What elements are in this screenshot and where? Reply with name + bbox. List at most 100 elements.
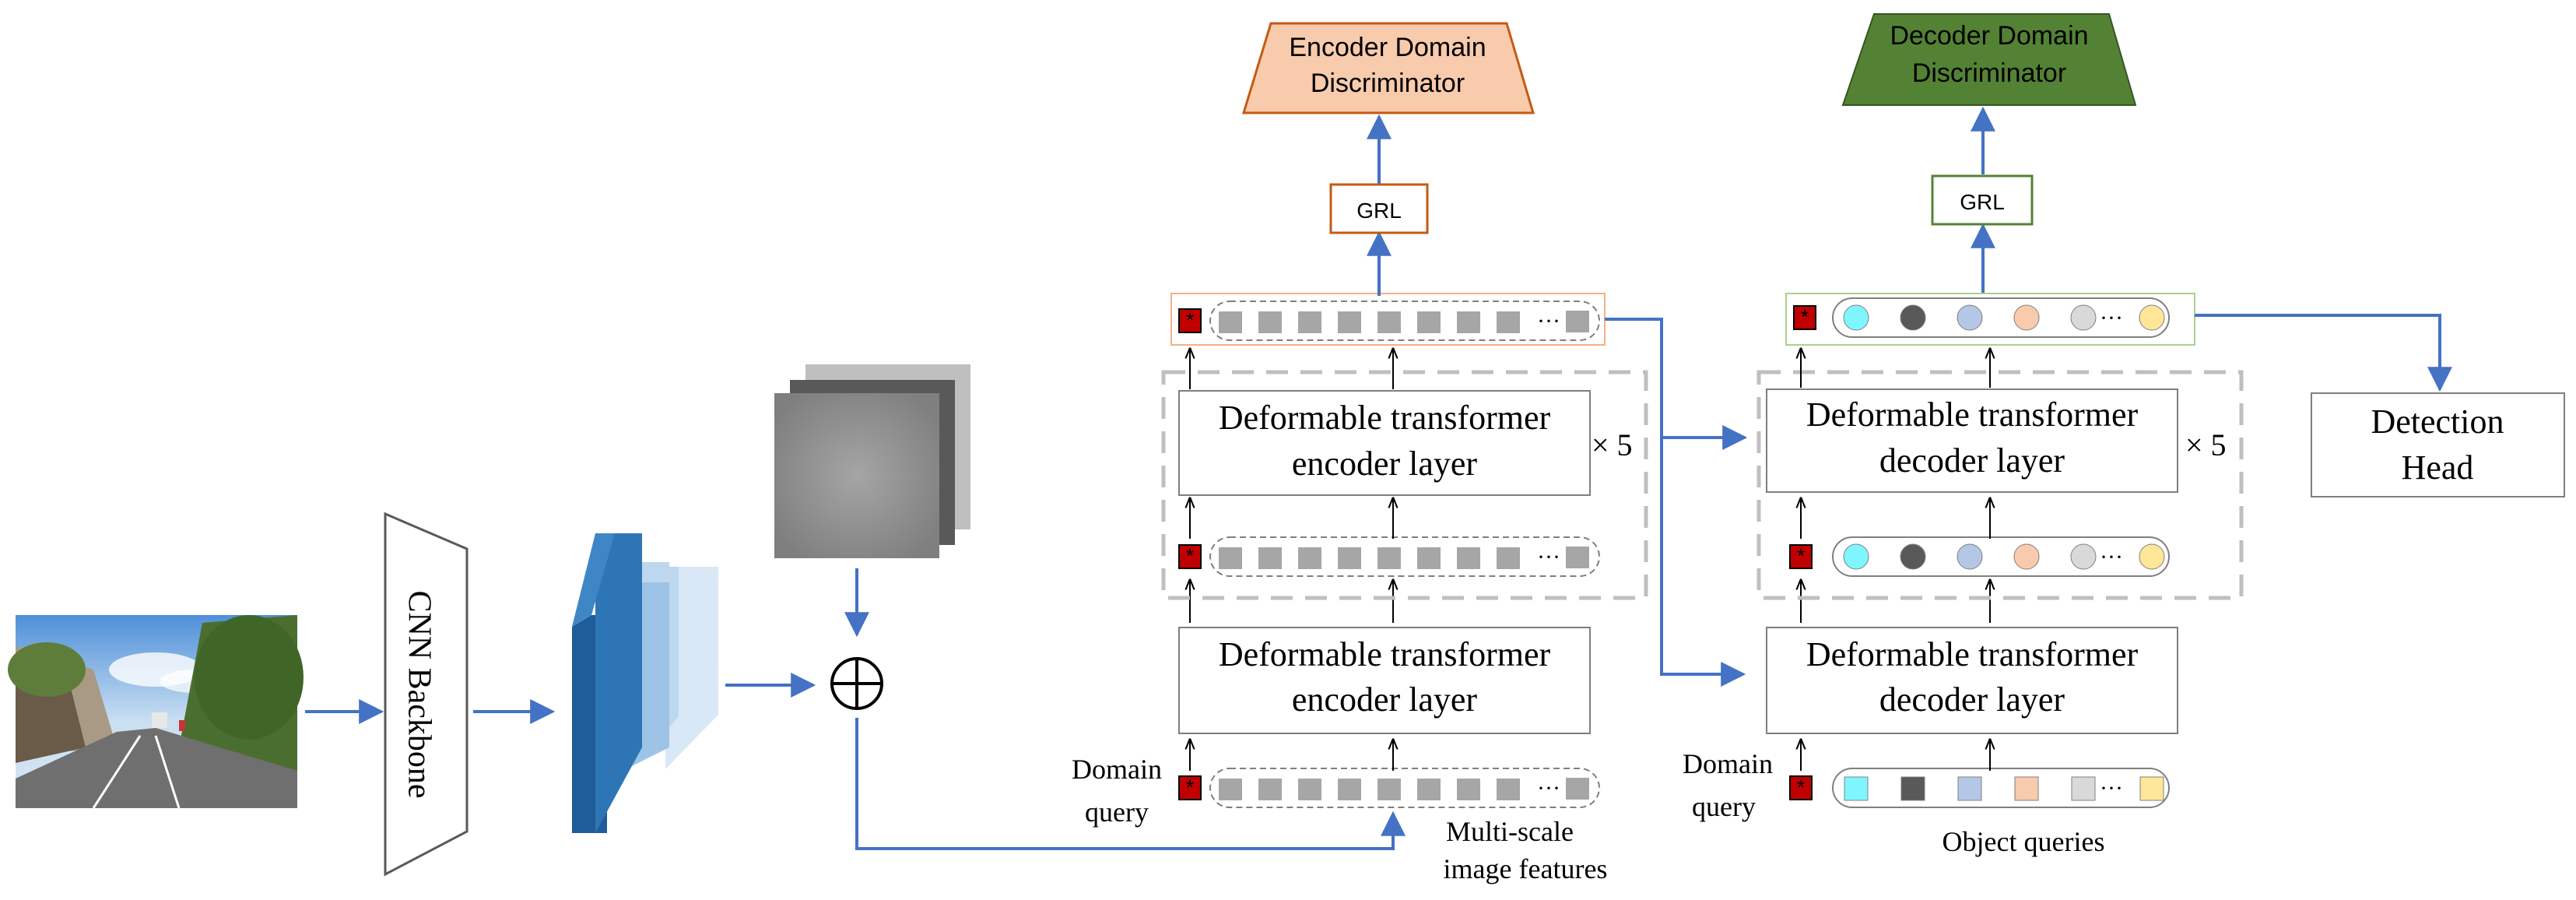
object-query-row: * ··· — [1789, 768, 2170, 808]
feature-token — [1338, 311, 1361, 333]
svg-text:Deformable transformer: Deformable transformer — [1806, 396, 2139, 434]
feature-token — [1219, 547, 1242, 569]
encoder-domain-discriminator: Encoder Domain Discriminator — [1241, 22, 1535, 114]
decoder-repeat-block — [1757, 370, 2244, 600]
svg-text:Discriminator: Discriminator — [1912, 58, 2066, 88]
feature-token — [1377, 779, 1401, 800]
svg-text:*: * — [1186, 775, 1194, 799]
object-query-token — [1957, 776, 1982, 801]
svg-text:Detection: Detection — [2371, 403, 2504, 441]
feature-token — [1219, 311, 1242, 333]
svg-text:*: * — [1797, 775, 1805, 799]
feature-token — [1417, 311, 1441, 333]
svg-text:Domain: Domain — [1072, 754, 1162, 785]
decoder-layer-first: Deformable transformer decoder layer — [1766, 627, 2178, 734]
svg-text:Head: Head — [2402, 448, 2474, 487]
feature-token — [1417, 779, 1441, 800]
svg-text:image features: image features — [1444, 853, 1608, 884]
feature-token — [1497, 311, 1520, 333]
decoder-domain-discriminator: Decoder Domain Discriminator — [1841, 13, 2137, 106]
feature-token — [1377, 311, 1401, 333]
domain-query-label-encoder: Domain query — [1072, 754, 1162, 828]
svg-text:Decoder Domain: Decoder Domain — [1890, 21, 2088, 51]
decoder-middle-queries: * ··· — [1789, 536, 2170, 577]
feature-token — [1219, 779, 1242, 800]
feature-token — [1497, 547, 1520, 569]
decoder-grl: GRL — [1931, 174, 2034, 226]
decoder-layer-repeated: Deformable transformer decoder layer — [1766, 388, 2178, 493]
object-query-token — [2014, 776, 2039, 801]
feature-token — [1457, 779, 1480, 800]
encoder-repeat-block — [1161, 370, 1648, 600]
feature-token — [1298, 779, 1321, 800]
multiscale-features-label: Multi-scale image features — [1444, 816, 1608, 884]
decoder-output-queries: * ··· — [1785, 293, 2195, 346]
svg-text:GRL: GRL — [1356, 199, 1402, 223]
svg-text:encoder layer: encoder layer — [1292, 680, 1478, 719]
svg-text:···: ··· — [2100, 544, 2123, 570]
feature-token — [1338, 779, 1361, 800]
object-query-token — [1844, 776, 1869, 801]
feature-token — [1298, 311, 1321, 333]
object-query-token — [1957, 543, 1983, 570]
input-street-image — [8, 615, 304, 809]
svg-text:*: * — [1186, 308, 1194, 332]
arrow-sum-to-encoder-tokens — [855, 718, 1406, 850]
encoder-input-tokens: * ··· — [1178, 768, 1600, 808]
svg-text:GRL: GRL — [1960, 190, 2005, 214]
feature-token — [1258, 547, 1282, 569]
detection-head: Detection Head — [2311, 392, 2565, 497]
feature-token — [1258, 311, 1282, 333]
feature-token — [1258, 779, 1282, 800]
encoder-output-tokens: * ··· — [1170, 293, 1606, 346]
svg-text:encoder layer: encoder layer — [1292, 445, 1478, 483]
object-query-token — [1843, 543, 1869, 570]
object-query-token — [2139, 543, 2165, 570]
object-query-token — [2139, 304, 2165, 331]
svg-text:Domain: Domain — [1683, 748, 1773, 779]
object-query-token — [1900, 776, 1925, 801]
svg-text:*: * — [1797, 544, 1805, 568]
svg-text:Encoder Domain: Encoder Domain — [1289, 33, 1486, 62]
encoder-bottom-ellipsis: ··· — [1537, 775, 1560, 801]
object-query-token — [1900, 543, 1926, 570]
feature-token — [1377, 547, 1401, 569]
feature-token — [1497, 779, 1520, 800]
encoder-middle-tokens: * ··· — [1178, 536, 1600, 577]
object-query-token — [1957, 304, 1983, 331]
cnn-backbone-label: CNN Backbone — [401, 590, 437, 798]
svg-text:···: ··· — [1537, 308, 1560, 334]
svg-text:query: query — [1692, 791, 1756, 822]
object-query-token — [2070, 543, 2097, 570]
object-query-token — [2013, 304, 2040, 331]
encoder-repeat-count: × 5 — [1592, 427, 1633, 462]
cnn-backbone: CNN Backbone — [384, 512, 469, 877]
svg-text:*: * — [1801, 305, 1809, 329]
feature-token — [1338, 547, 1361, 569]
object-query-token — [2139, 776, 2164, 801]
svg-text:Deformable transformer: Deformable transformer — [1219, 635, 1551, 673]
svg-text:Discriminator: Discriminator — [1311, 69, 1465, 98]
domain-query-token — [1178, 775, 1202, 800]
object-query-token — [2013, 543, 2040, 570]
svg-text:Deformable transformer: Deformable transformer — [1219, 399, 1551, 437]
svg-text:Deformable transformer: Deformable transformer — [1806, 635, 2139, 673]
object-query-token — [1843, 304, 1869, 331]
arrow-decoder-to-detection-head — [2195, 314, 2452, 392]
object-query-token — [1900, 304, 1926, 331]
feature-token — [1457, 311, 1480, 333]
object-query-token — [2071, 776, 2096, 801]
object-queries-label: Object queries — [1943, 826, 2105, 857]
element-wise-sum — [830, 657, 883, 710]
svg-text:···: ··· — [1537, 544, 1560, 570]
object-query-token — [2070, 304, 2097, 331]
svg-text:decoder layer: decoder layer — [1879, 441, 2065, 480]
svg-text:*: * — [1186, 544, 1194, 568]
svg-text:···: ··· — [2100, 305, 2123, 331]
feature-token — [1298, 547, 1321, 569]
encoder-grl: GRL — [1329, 183, 1429, 234]
decoder-repeat-count: × 5 — [2185, 427, 2227, 462]
svg-text:···: ··· — [2100, 775, 2123, 801]
backbone-feature-maps — [572, 533, 718, 833]
